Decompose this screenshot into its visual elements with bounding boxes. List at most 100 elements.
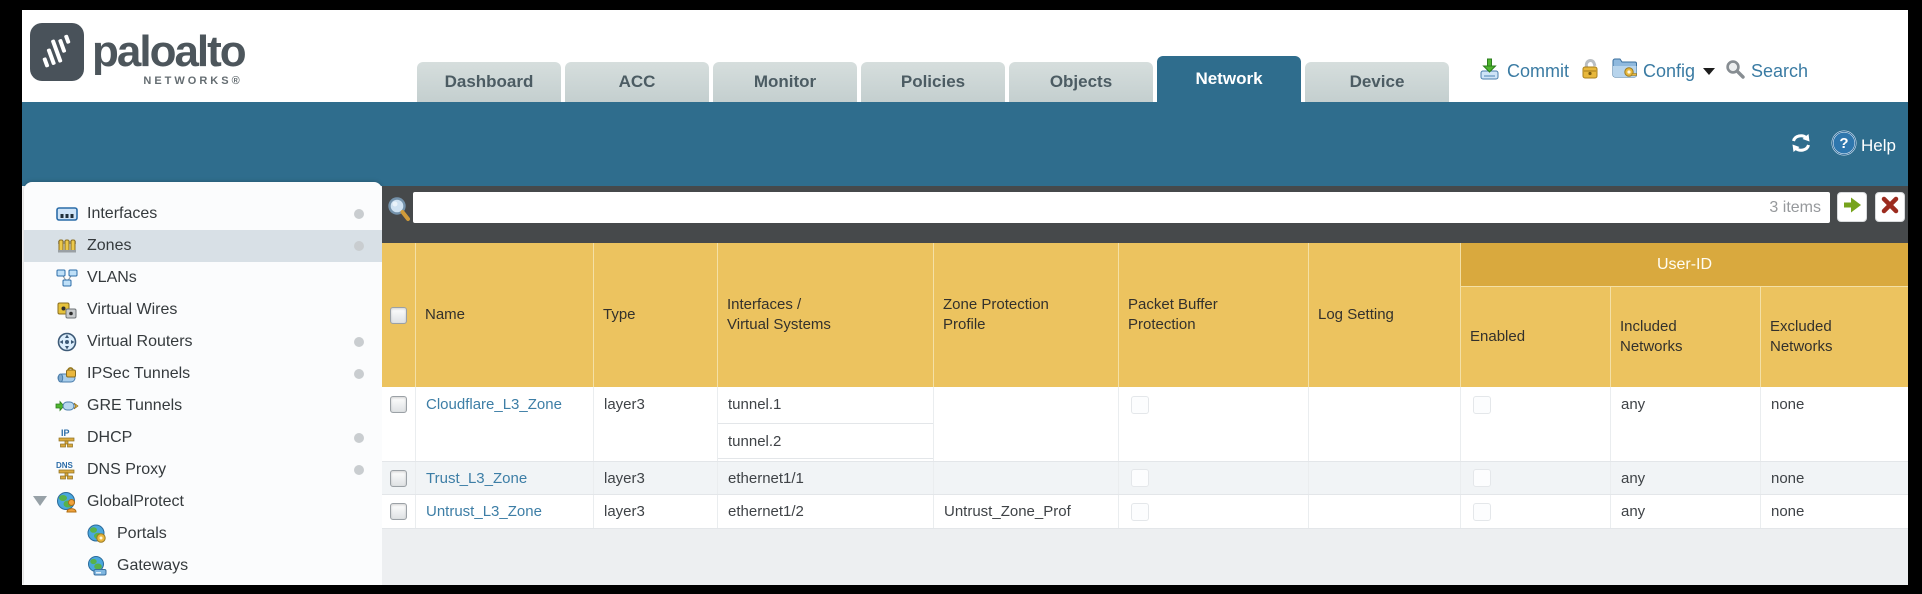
- row-checkbox[interactable]: [390, 503, 407, 520]
- sidebar-item-zones[interactable]: Zones: [24, 230, 382, 262]
- status-dot: [354, 433, 364, 443]
- config-menu[interactable]: Config: [1611, 57, 1716, 85]
- tab-policies[interactable]: Policies: [861, 62, 1005, 102]
- zone-protection-profile-cell: [933, 462, 1118, 494]
- sidebar-item-vlans[interactable]: VLANs: [24, 262, 382, 294]
- sidebar-item-label: Zones: [87, 237, 132, 254]
- sidebar: Interfaces Zones VLANs Virtua: [24, 182, 382, 585]
- table-row[interactable]: Trust_L3_Zone layer3 ethernet1/1 any non…: [382, 462, 1908, 495]
- help-label: Help: [1861, 135, 1896, 155]
- sidebar-item-label: DNS Proxy: [87, 461, 167, 478]
- column-header-zone-protection-profile[interactable]: Zone Protection Profile: [933, 243, 1118, 387]
- row-checkbox[interactable]: [390, 469, 407, 487]
- globalprotect-icon: [55, 491, 79, 513]
- zones-table-header: Name Type Interfaces / Virtual Systems Z…: [382, 243, 1908, 387]
- sidebar-item-gateways[interactable]: Gateways: [24, 550, 382, 582]
- clear-filter-button[interactable]: [1875, 192, 1905, 222]
- sidebar-item-interfaces[interactable]: Interfaces: [24, 198, 382, 230]
- column-header-excluded-networks[interactable]: Excluded Networks: [1760, 287, 1908, 387]
- apply-filter-button[interactable]: [1837, 192, 1867, 222]
- included-networks-cell: any: [1610, 495, 1760, 528]
- sidebar-item-ipsec-tunnels[interactable]: IPSec Tunnels: [24, 358, 382, 390]
- column-header-packet-buffer-protection[interactable]: Packet Buffer Protection: [1118, 243, 1308, 387]
- sidebar-item-label: Virtual Wires: [87, 301, 178, 318]
- config-icon: [1611, 57, 1637, 85]
- zone-name-cell: Cloudflare_L3_Zone: [415, 387, 593, 461]
- green-arrow-icon: [1841, 194, 1863, 221]
- vlans-icon: [55, 267, 79, 289]
- tab-acc[interactable]: ACC: [565, 62, 709, 102]
- log-setting-cell: [1308, 462, 1460, 494]
- sidebar-item-portals[interactable]: Portals: [24, 518, 382, 550]
- search-icon: [1725, 59, 1745, 84]
- included-networks-cell: any: [1610, 462, 1760, 494]
- tab-objects[interactable]: Objects: [1009, 62, 1153, 102]
- svg-text:?: ?: [1839, 135, 1848, 152]
- column-header-enabled[interactable]: Enabled: [1460, 287, 1610, 387]
- filter-searchbox: 3 items: [413, 192, 1830, 223]
- main-nav-tabs: Dashboard ACC Monitor Policies Objects N…: [417, 56, 1449, 102]
- row-checkbox[interactable]: [390, 396, 407, 413]
- help-button[interactable]: ? Help: [1831, 130, 1896, 161]
- tab-network[interactable]: Network: [1157, 56, 1301, 102]
- packet-buffer-checkbox[interactable]: [1131, 502, 1149, 521]
- zone-protection-profile-cell: [933, 387, 1118, 461]
- refresh-button[interactable]: [1789, 133, 1813, 158]
- search-button[interactable]: Search: [1725, 59, 1808, 84]
- commit-button[interactable]: Commit: [1477, 58, 1569, 85]
- user-id-enabled-cell: [1460, 495, 1610, 528]
- sidebar-item-virtual-routers[interactable]: Virtual Routers: [24, 326, 382, 358]
- status-dot: [354, 241, 364, 251]
- user-id-enabled-checkbox[interactable]: [1473, 502, 1491, 521]
- zone-name-link[interactable]: Trust_L3_Zone: [426, 469, 528, 487]
- user-id-enabled-checkbox[interactable]: [1473, 469, 1491, 487]
- filter-bar: 3 items: [382, 186, 1908, 243]
- commit-icon: [1477, 58, 1501, 85]
- brand-sub: NETWORKS®: [143, 75, 243, 87]
- zone-name-link[interactable]: Untrust_L3_Zone: [426, 503, 542, 520]
- table-row[interactable]: Untrust_L3_Zone layer3 ethernet1/2 Untru…: [382, 495, 1908, 529]
- interfaces-icon: [55, 203, 79, 225]
- log-setting-cell: [1308, 495, 1460, 528]
- interface-entry: tunnel.1: [718, 387, 933, 424]
- interface-entry: tunnel.2: [718, 424, 933, 459]
- select-all-header[interactable]: [382, 243, 415, 387]
- filter-input[interactable]: [413, 192, 1770, 223]
- zone-type-cell: layer3: [593, 495, 717, 528]
- zones-icon: [55, 235, 79, 257]
- dns-proxy-icon: DNS: [55, 459, 79, 481]
- refresh-icon: [1789, 133, 1813, 158]
- filter-search-icon: [386, 195, 412, 228]
- sidebar-item-virtual-wires[interactable]: Virtual Wires: [24, 294, 382, 326]
- column-header-type[interactable]: Type: [593, 243, 717, 387]
- excluded-networks-cell: none: [1760, 495, 1908, 528]
- column-header-included-networks[interactable]: Included Networks: [1610, 287, 1760, 387]
- sidebar-item-globalprotect[interactable]: GlobalProtect: [24, 486, 382, 518]
- user-id-enabled-cell: [1460, 462, 1610, 494]
- sidebar-item-gre-tunnels[interactable]: GRE Tunnels: [24, 390, 382, 422]
- packet-buffer-checkbox[interactable]: [1131, 396, 1149, 414]
- packet-buffer-checkbox[interactable]: [1131, 469, 1149, 487]
- user-id-enabled-checkbox[interactable]: [1473, 396, 1491, 414]
- lock-icon[interactable]: [1579, 57, 1601, 86]
- sidebar-item-dns-proxy[interactable]: DNS DNS Proxy: [24, 454, 382, 486]
- table-row[interactable]: Cloudflare_L3_Zone layer3 tunnel.1 tunne…: [382, 387, 1908, 462]
- excluded-networks-cell: none: [1760, 387, 1908, 461]
- column-header-name[interactable]: Name: [415, 243, 593, 387]
- column-header-log-setting[interactable]: Log Setting: [1308, 243, 1460, 387]
- tab-device[interactable]: Device: [1305, 62, 1449, 102]
- user-id-enabled-cell: [1460, 387, 1610, 461]
- packet-buffer-protection-cell: [1118, 462, 1308, 494]
- portals-icon: [85, 523, 109, 545]
- sidebar-item-dhcp[interactable]: IP DHCP: [24, 422, 382, 454]
- teal-banner: ? Help: [22, 102, 1908, 186]
- status-dot: [354, 369, 364, 379]
- zone-name-link[interactable]: Cloudflare_L3_Zone: [426, 396, 562, 413]
- select-all-checkbox[interactable]: [390, 306, 407, 324]
- tab-monitor[interactable]: Monitor: [713, 62, 857, 102]
- column-header-interfaces[interactable]: Interfaces / Virtual Systems: [717, 243, 933, 387]
- brand-name: paloalto: [92, 27, 247, 76]
- zone-type-cell: layer3: [593, 462, 717, 494]
- tab-dashboard[interactable]: Dashboard: [417, 62, 561, 102]
- expander-triangle-icon[interactable]: [33, 496, 47, 506]
